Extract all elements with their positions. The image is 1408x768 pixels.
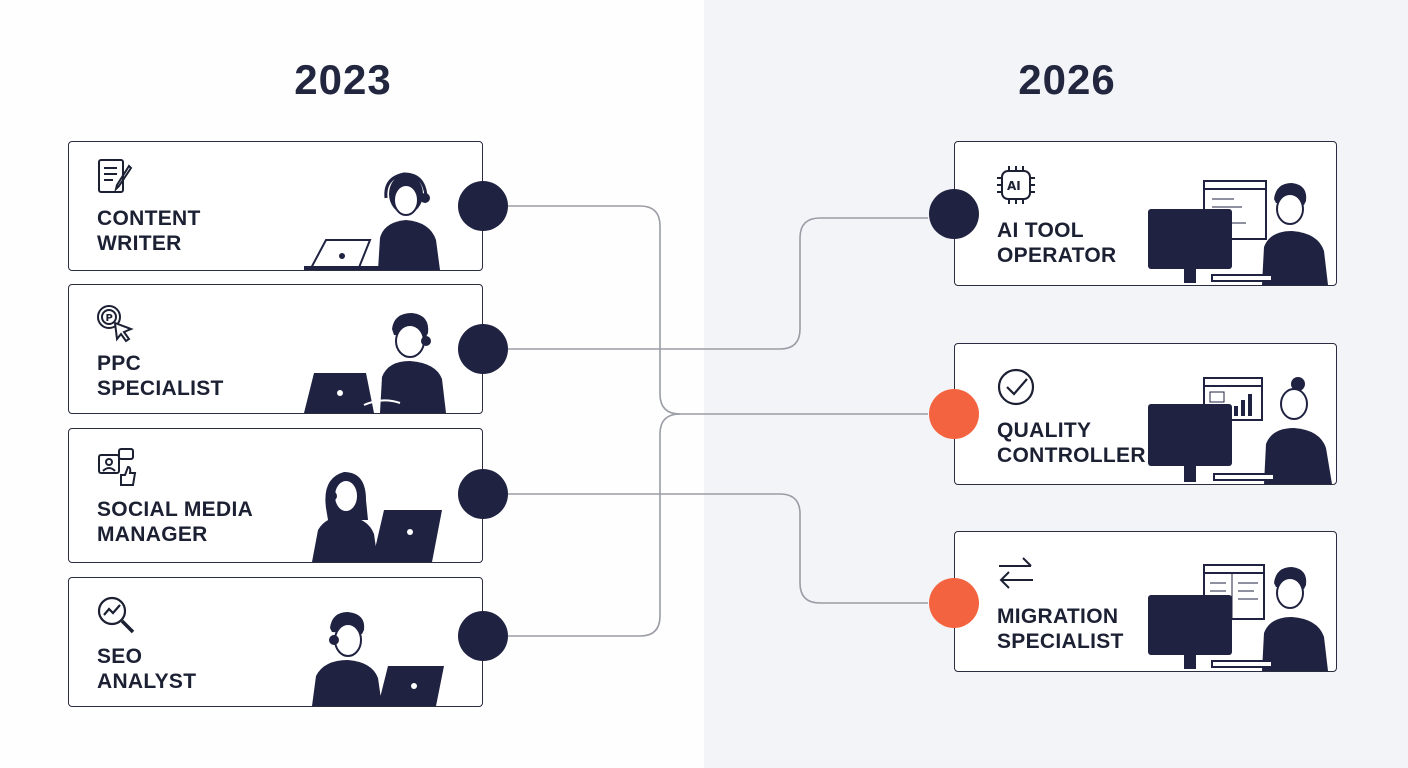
role-label-line2: ANALYST [97,670,197,693]
role-label-line2: MANAGER [97,523,208,546]
year-2026-heading: 2026 [1018,56,1116,103]
role-card-ppc-specialist: P PPC SPECIALIST [68,284,483,414]
role-label-line2: WRITER [97,232,182,255]
role-label-line1: SEO [97,645,143,668]
year-2023-heading: 2023 [294,56,392,103]
person-laptop-illustration [312,612,444,706]
role-label-line1: AI TOOL [997,219,1084,242]
node-seo-analyst [458,611,508,661]
pay-per-click-cursor-icon: P [97,305,134,343]
role-label-line2: SPECIALIST [97,377,224,400]
role-card-migration-specialist: MIGRATION SPECIALIST [954,531,1337,672]
check-circle-icon [997,368,1035,406]
person-desktop-illustration [1148,564,1328,671]
role-label-line2: OPERATOR [997,244,1117,267]
person-laptop-illustration [304,313,446,413]
ai-chip-icon: AI [997,166,1035,204]
document-pen-icon [98,159,133,193]
person-desktop-illustration [1148,180,1328,285]
role-label-line1: MIGRATION [997,605,1119,628]
role-card-content-writer: CONTENT WRITER [68,141,483,271]
swap-arrows-icon [999,557,1033,589]
role-card-social-media-manager: SOCIAL MEDIA MANAGER [68,428,483,563]
connector-seo-to-quality-controller [508,413,681,637]
role-label-line2: CONTROLLER [997,444,1146,467]
role-card-quality-controller: QUALITY CONTROLLER [954,343,1337,485]
node-ai-tool-operator [929,189,979,239]
svg-text:P: P [106,313,113,324]
role-label-line1: QUALITY [997,419,1092,442]
node-ppc-specialist [458,324,508,374]
connector-social-to-migration-specialist [508,493,928,604]
ai-chip-text: AI [1007,179,1021,193]
connector-ppc-to-ai-tool-operator [508,217,928,350]
connector-content-writer-to-quality-controller [508,205,928,415]
role-label-line1: CONTENT [97,207,201,230]
role-card-ai-tool-operator: AI AI TOOL OPERATOR [954,141,1337,286]
social-like-chat-icon [98,448,137,486]
role-label-line1: SOCIAL MEDIA [97,498,254,521]
person-laptop-illustration [304,172,440,270]
node-migration-specialist [929,578,979,628]
role-label-line2: SPECIALIST [997,630,1124,653]
role-card-seo-analyst: SEO ANALYST [68,577,483,707]
role-label-line1: PPC [97,352,142,375]
node-quality-controller [929,389,979,439]
node-content-writer [458,181,508,231]
person-laptop-illustration [312,472,442,562]
person-desktop-illustration [1148,377,1332,484]
magnifier-trend-icon [97,596,135,634]
node-social-media-manager [458,469,508,519]
